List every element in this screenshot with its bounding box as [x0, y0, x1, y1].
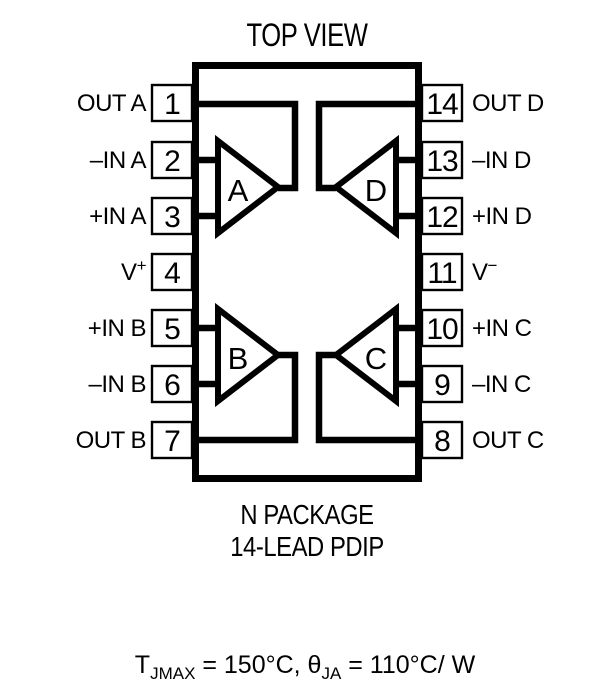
pin-13-box	[420, 140, 464, 180]
pin-5-label: +IN B	[88, 315, 146, 342]
pin-5-number: 5	[164, 313, 180, 346]
package-name-line1: N PACKAGE	[240, 498, 373, 530]
pin-1-number: 1	[164, 88, 180, 121]
pin-11-label: V−	[472, 256, 498, 286]
pin-3-box	[150, 196, 194, 236]
pin-8-box	[420, 420, 464, 460]
opamp-symbols: A D B C	[215, 134, 399, 408]
internal-wiring	[196, 100, 418, 444]
pin-2: 2 –IN A	[90, 140, 194, 180]
opamp-c-triangle	[331, 302, 399, 408]
pin-7-box	[150, 420, 194, 460]
pin-2-number: 2	[164, 145, 180, 178]
pins-right: 14 OUT D 13 –IN D 12 +IN D 11 V− 10 +IN …	[420, 83, 544, 460]
pin-5: 5 +IN B	[88, 308, 194, 348]
pin-4-number: 4	[164, 257, 180, 290]
pin-12-number: 12	[426, 201, 458, 234]
pin-11-number: 11	[427, 257, 456, 290]
top-view-title: TOP VIEW	[246, 18, 368, 53]
pin-11-box	[420, 252, 464, 292]
opamp-c-label: C	[365, 341, 387, 376]
pin-2-label: –IN A	[90, 147, 147, 174]
pin-3: 3 +IN A	[89, 196, 194, 236]
opamp-c-output-wire	[315, 351, 418, 444]
pins-left: 1 OUT A 2 –IN A 3 +IN A 4 V+ 5 +IN B 6 –…	[76, 83, 194, 460]
pin-9-number: 9	[434, 369, 450, 402]
pin-9-box	[420, 364, 464, 404]
pin-12: 12 +IN D	[420, 196, 532, 236]
pin-1: 1 OUT A	[77, 83, 194, 123]
pin-3-label: +IN A	[89, 203, 146, 230]
opamp-a-output-wire	[196, 100, 299, 192]
opamp-b-output-wire	[196, 351, 299, 444]
pin-6-label: –IN B	[88, 371, 146, 398]
pin-10-number: 10	[426, 313, 458, 346]
pin-14-number: 14	[426, 88, 458, 121]
opamp-a-label: A	[228, 173, 249, 208]
pin-7: 7 OUT B	[76, 420, 194, 460]
pin-10-box	[420, 308, 464, 348]
pin-5-box	[150, 308, 194, 348]
pin-6: 6 –IN B	[88, 364, 194, 404]
pin-8-number: 8	[434, 425, 450, 458]
pin-14-box	[420, 83, 464, 123]
opamp-d-output-wire	[315, 100, 418, 192]
package-outline	[192, 62, 422, 482]
pin-4: 4 V+	[121, 252, 194, 292]
package-name-line2: 14-LEAD PDIP	[230, 530, 384, 562]
pin-9: 9 –IN C	[420, 364, 532, 404]
thermal-note: TJMAX = 150°C, θJA = 110°C/ W	[135, 651, 476, 683]
pin-1-label: OUT A	[77, 90, 147, 117]
pin-13-label: –IN D	[472, 147, 531, 174]
pin-8-label: OUT C	[472, 427, 544, 454]
pin-10-label: +IN C	[472, 315, 532, 342]
pin-13-number: 13	[426, 145, 458, 178]
pin-6-box	[150, 364, 194, 404]
pin-4-label: V+	[121, 256, 147, 286]
opamp-b-label: B	[228, 341, 249, 376]
pin-3-number: 3	[164, 201, 180, 234]
pin-14: 14 OUT D	[420, 83, 544, 123]
pin-12-label: +IN D	[472, 203, 532, 230]
pin-14-label: OUT D	[472, 90, 544, 117]
opamp-d-label: D	[365, 173, 387, 208]
pin-6-number: 6	[164, 369, 180, 402]
pin-7-label: OUT B	[76, 427, 146, 454]
pin-2-box	[150, 140, 194, 180]
pin-10: 10 +IN C	[420, 308, 532, 348]
opamp-a-triangle	[215, 134, 283, 240]
pin-11: 11 V−	[420, 252, 498, 292]
pin-12-box	[420, 196, 464, 236]
pin-13: 13 –IN D	[420, 140, 532, 180]
pin-9-label: –IN C	[472, 371, 531, 398]
pin-8: 8 OUT C	[420, 420, 544, 460]
opamp-d-triangle	[331, 134, 399, 240]
pin-1-box	[150, 83, 194, 123]
pin-7-number: 7	[164, 425, 180, 458]
opamp-b-triangle	[215, 302, 283, 408]
pin-4-box	[150, 252, 194, 292]
